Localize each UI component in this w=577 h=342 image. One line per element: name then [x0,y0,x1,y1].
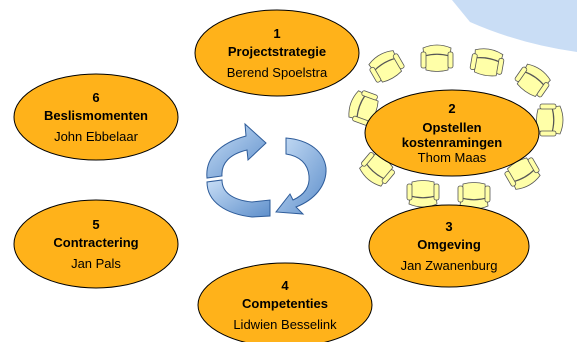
node-3-ellipse [368,204,530,288]
chair-icon [359,152,395,187]
node-6-ellipse [13,73,179,161]
chair-icon [469,48,505,77]
node-1-ellipse [194,9,360,97]
cycle-arrow-right-icon [275,137,327,215]
corner-decoration [452,0,577,52]
node-2-ellipse [364,89,540,177]
cycle-arrow-top-icon [206,122,267,179]
chairs-group [348,44,564,210]
node-5-ellipse [13,199,179,289]
chair-icon [514,63,551,98]
node-4-ellipse [197,262,373,342]
chair-icon [504,157,541,190]
circular-arrows-icon [206,122,327,218]
chair-icon [406,180,440,208]
chair-icon [536,103,564,137]
chair-icon [420,44,454,72]
cycle-arrow-bottom-icon [206,179,271,218]
chair-icon [368,50,405,83]
chair-icon [457,182,491,210]
